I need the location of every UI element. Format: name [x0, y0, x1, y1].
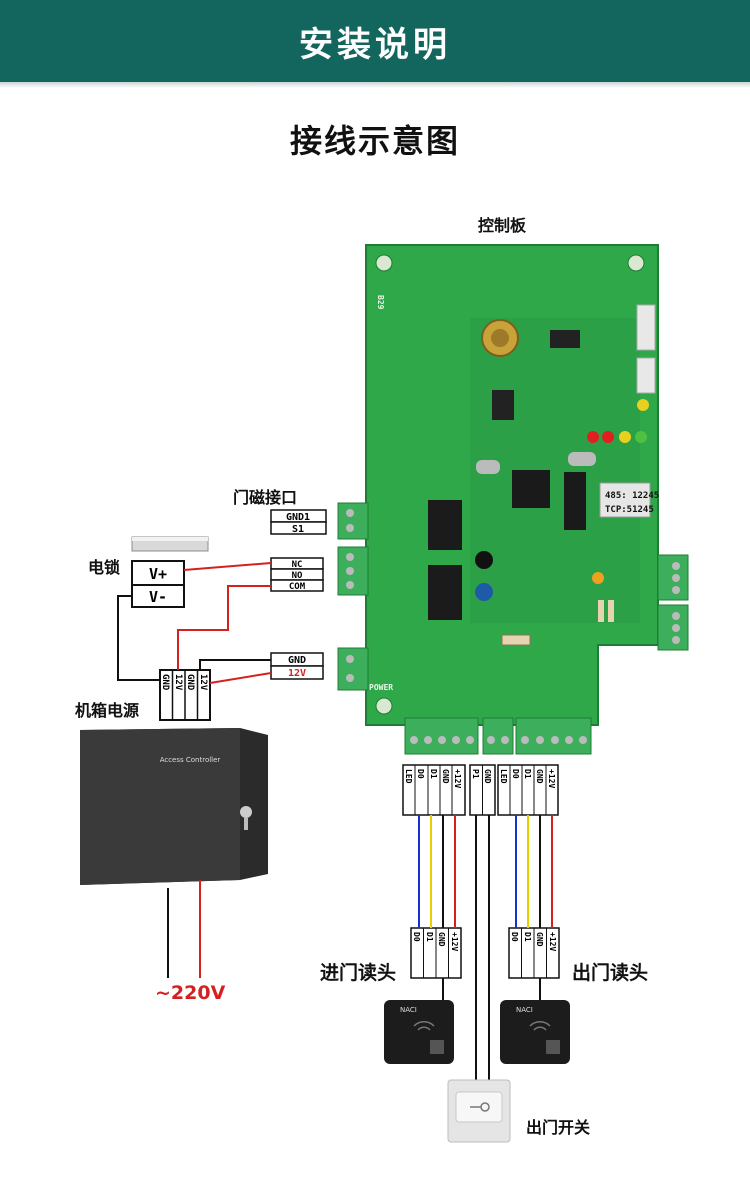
door-sensor-gnd1: GND1	[286, 512, 310, 523]
door-sensor-terminal: GND1 S1	[270, 509, 327, 535]
control-board: 485: 12245 TCP:51245 POWER B29	[337, 244, 689, 755]
exit-switch-top-terminal: P1 GND	[469, 764, 496, 816]
lock-terminal: V+ V-	[131, 560, 185, 608]
exit-short-12v: +12V	[548, 932, 557, 951]
magnetic-lock	[131, 536, 209, 552]
exit-short-d0: D0	[510, 932, 519, 942]
entry-card-reader: NACI	[384, 1000, 454, 1064]
wire-lock-vplus	[183, 562, 272, 571]
psu-12v-b: 12V	[198, 674, 208, 691]
psu-gnd-b: GND	[185, 674, 195, 691]
entry-reader-bottom-terminal: D0 D1 GND +12V	[410, 927, 462, 979]
exit-wire-led: LED	[499, 769, 508, 784]
board-silk-b29: B29	[376, 295, 385, 310]
exit-card-reader: NACI	[500, 1000, 570, 1064]
board-silk-power: POWER	[369, 683, 393, 692]
psu-gnd-a: GND	[160, 674, 170, 691]
psu-box-label: Access Controller	[160, 756, 221, 764]
lock-vplus: V+	[149, 565, 167, 583]
wire-power-gnd	[199, 659, 271, 670]
exit-short-d1: D1	[523, 932, 532, 942]
relay-com: COM	[289, 582, 306, 592]
exit-reader-label: 出门读头	[572, 962, 649, 984]
entry-reader-label: 进门读头	[320, 962, 397, 984]
entry-short-gnd: GND	[437, 932, 446, 947]
exit-short-gnd: GND	[535, 932, 544, 947]
header-bar: 安装说明	[0, 0, 750, 82]
board-tag-485: 485: 12245	[605, 491, 659, 501]
exit-switch-label: 出门开关	[526, 1118, 591, 1137]
relay-terminal: NC NO COM	[270, 557, 324, 592]
power-out-12v: 12V	[288, 668, 306, 679]
entry-wire-d1: D1	[429, 769, 438, 779]
wire-lock-vminus	[117, 595, 160, 681]
header-title: 安装说明	[299, 24, 451, 65]
header-shadow	[0, 82, 750, 88]
psu-terminal: GND 12V GND 12V	[159, 669, 211, 721]
entry-short-12v: +12V	[450, 932, 459, 951]
entry-reader-top-terminal: LED D0 D1 GND +12V	[402, 764, 466, 816]
power-out-gnd: GND	[288, 655, 306, 666]
access-controller-box: Access Controller	[80, 728, 268, 885]
entry-wire-led: LED	[404, 769, 413, 784]
relay-no: NO	[292, 571, 303, 581]
entry-reader-brand: NACI	[400, 1006, 417, 1014]
door-sensor-s1: S1	[292, 524, 304, 535]
door-sensor-label: 门磁接口	[233, 488, 298, 507]
lock-vminus: V-	[149, 588, 167, 606]
exit-reader-brand: NACI	[516, 1006, 533, 1014]
exit-reader-top-terminal: LED D0 D1 GND +12V	[497, 764, 559, 816]
exit-reader-bottom-terminal: D0 D1 GND +12V	[508, 927, 560, 979]
mains-voltage-label: ~220V	[155, 982, 226, 1004]
diagram-title: 接线示意图	[289, 122, 460, 160]
exit-wire-12v: +12V	[547, 769, 556, 788]
board-tag-tcp: TCP:51245	[605, 505, 654, 515]
psu-12v-a: 12V	[173, 674, 183, 691]
exit-wire-gnd: GND	[535, 769, 544, 784]
relay-nc: NC	[292, 560, 303, 570]
exit-wire-d1: D1	[523, 769, 532, 779]
exit-switch-button	[447, 1079, 511, 1143]
entry-wire-12v: +12V	[453, 769, 462, 788]
exit-wire-d0: D0	[511, 769, 520, 779]
wire-power-12v	[209, 672, 272, 684]
switch-wire-gnd: GND	[483, 769, 492, 784]
chassis-power-label: 机箱电源	[75, 701, 140, 720]
lock-label: 电锁	[88, 558, 121, 577]
switch-wire-p1: P1	[471, 769, 480, 779]
entry-wire-d0: D0	[416, 769, 425, 779]
entry-short-d1: D1	[425, 932, 434, 942]
wires	[117, 562, 553, 1080]
entry-short-d0: D0	[412, 932, 421, 942]
power-out-terminal: GND 12V	[270, 652, 324, 680]
wire-com-psu	[177, 585, 271, 670]
control-board-label: 控制板	[478, 216, 527, 235]
entry-wire-gnd: GND	[441, 769, 450, 784]
